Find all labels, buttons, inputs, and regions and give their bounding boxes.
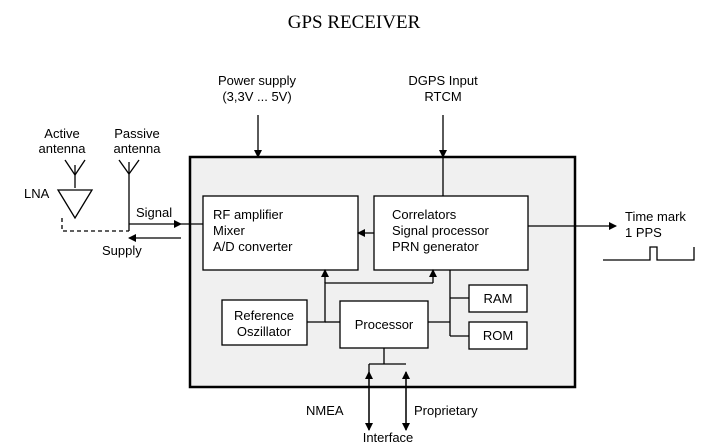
passive-antenna-label-2: antenna [114,141,162,156]
active-antenna-label-2: antenna [39,141,87,156]
receiver-box [188,155,577,389]
rtcm-label: RTCM [424,89,461,104]
processor-block [339,300,429,349]
rom-block [468,321,528,350]
reference-oscillator-block [221,299,308,346]
nmea-label: NMEA [306,403,344,418]
correlators-block [373,195,529,271]
oscillator-connector [307,282,433,323]
active-antenna-dashed-line [61,218,129,232]
signal-processor-label: Signal processor [392,223,489,238]
dgps-input-label: DGPS Input [408,73,478,88]
power-supply-voltage-label: (3,3V ... 5V) [222,89,291,104]
interface-label: Interface [363,430,414,445]
ad-converter-label: A/D converter [213,239,293,254]
active-antenna-label: Active [44,126,79,141]
rf-amplifier-label: RF amplifier [213,207,284,222]
ram-label: RAM [484,291,513,306]
mixer-label: Mixer [213,223,245,238]
power-supply-label: Power supply [218,73,297,88]
passive-antenna-label: Passive [114,126,160,141]
diagram-title: GPS RECEIVER [287,12,421,33]
passive-antenna-icon [118,159,140,231]
pps-label: 1 PPS [625,225,662,240]
rom-label: ROM [483,328,513,343]
time-mark-label: Time mark [625,209,686,224]
reference-label: Reference [234,308,294,323]
oscillator-label: Oszillator [237,324,292,339]
pps-pulse-waveform [603,246,695,261]
supply-label: Supply [102,243,142,258]
prn-generator-label: PRN generator [392,239,479,254]
processor-label: Processor [355,317,414,332]
proprietary-label: Proprietary [414,403,478,418]
correlators-label: Correlators [392,207,457,222]
active-antenna-icon [56,159,94,220]
signal-label: Signal [136,205,172,220]
lna-label: LNA [24,186,50,201]
